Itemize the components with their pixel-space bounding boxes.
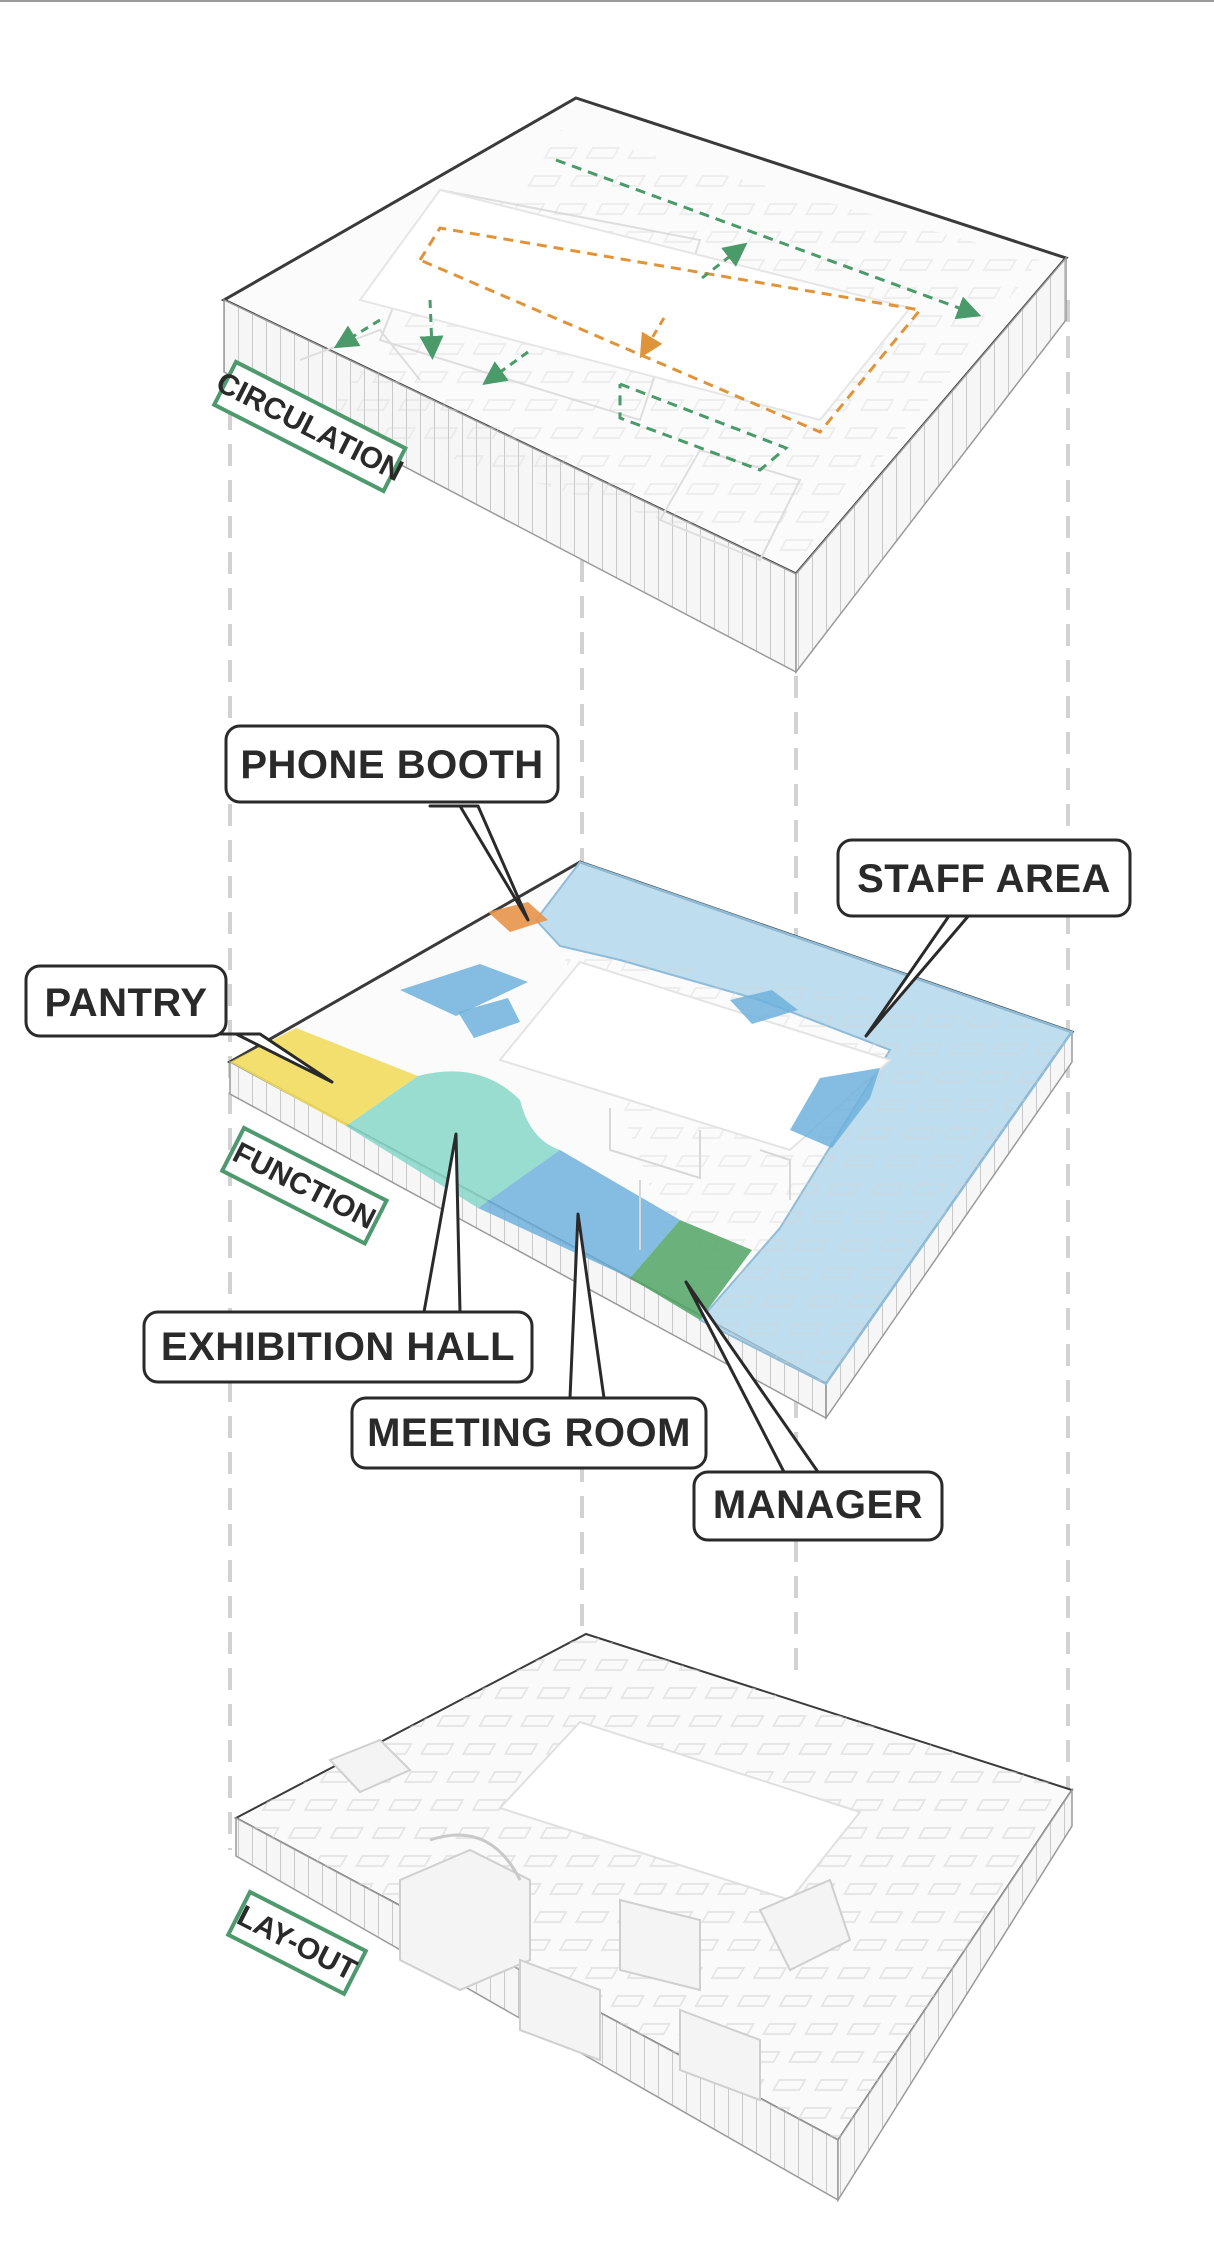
callout-manager: MANAGER <box>692 1470 944 1542</box>
courtyard-void <box>498 960 892 1152</box>
callout-meeting-room-label: MEETING ROOM <box>367 1411 691 1455</box>
callout-pantry-label: PANTRY <box>45 981 208 1025</box>
callout-exhibition-hall: EXHIBITION HALL <box>142 1310 534 1384</box>
callout-exhibition-hall-label: EXHIBITION HALL <box>161 1325 515 1369</box>
circulation-path-orange <box>418 226 923 434</box>
callout-pantry: PANTRY <box>24 964 228 1038</box>
callout-phone-booth: PHONE BOOTH <box>224 724 560 804</box>
callout-meeting-room: MEETING ROOM <box>350 1396 708 1470</box>
circulation-arrows <box>333 242 748 386</box>
zone-meeting-small-2 <box>458 998 520 1038</box>
zone-meeting-small-4 <box>790 1068 880 1148</box>
zone-manager <box>630 1220 752 1320</box>
callout-phone-booth-label: PHONE BOOTH <box>240 743 543 787</box>
layout-layer: LAY-OUT <box>225 1632 1074 2203</box>
zone-meeting-small-1 <box>400 964 528 1016</box>
callout-staff-area-label: STAFF AREA <box>857 857 1111 901</box>
callout-staff-area: STAFF AREA <box>836 838 1132 918</box>
callout-manager-label: MANAGER <box>713 1483 923 1527</box>
zone-meeting-small-3 <box>730 990 798 1024</box>
function-layer: FUNCTION <box>219 860 1075 1421</box>
callout-leaders <box>214 804 984 1474</box>
circulation-path-green-lower <box>618 382 789 472</box>
zone-phone-booth <box>488 902 548 932</box>
zone-exhibition-hall <box>346 1071 560 1208</box>
circulation-path-green <box>555 158 982 320</box>
